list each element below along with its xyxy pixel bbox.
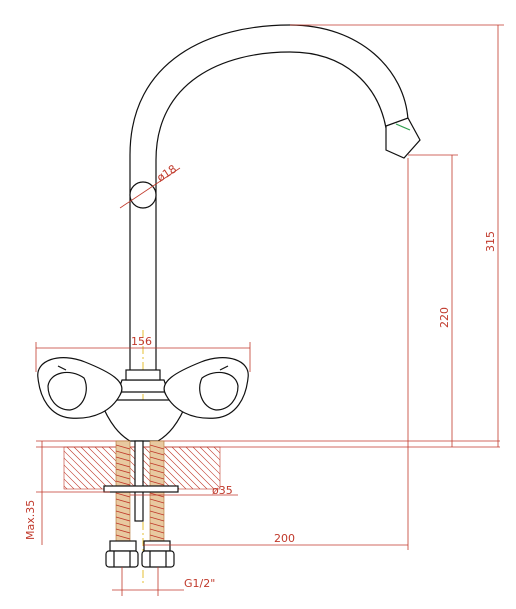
pipe-diameter-label: ø18 — [155, 162, 179, 184]
pipe-ring — [129, 181, 157, 209]
hatch-line — [64, 457, 96, 489]
braid-line — [149, 474, 165, 480]
aerator — [385, 117, 421, 159]
braid-line — [115, 492, 131, 498]
braid-line — [149, 456, 165, 462]
braid-line — [149, 498, 165, 504]
hatch-line — [277, 447, 319, 489]
braid-line — [115, 522, 131, 528]
braid-line — [115, 528, 131, 534]
hatch-line — [73, 447, 117, 489]
hatch-line — [64, 478, 75, 489]
braid-line — [149, 528, 165, 534]
hatch-line — [178, 447, 220, 489]
hatch-line — [18, 447, 60, 489]
mounting-washer — [103, 485, 179, 493]
braid-line — [115, 516, 131, 522]
hatch-line — [66, 447, 110, 489]
center-cap — [125, 369, 161, 381]
hatch-line — [270, 447, 312, 489]
braid-line — [149, 480, 165, 486]
braid-line — [115, 480, 131, 486]
hatch-line — [249, 447, 291, 489]
hatch-line — [298, 447, 340, 489]
spout — [129, 24, 421, 380]
hatch-line — [235, 447, 277, 489]
hatch-line — [64, 450, 103, 489]
left-fitting-nut — [109, 540, 137, 552]
braid-line — [115, 444, 131, 450]
faucet-body — [37, 357, 249, 442]
spout-outer-edge — [129, 24, 409, 380]
counter-thickness-label: Max.35 — [24, 500, 37, 540]
hatch-line — [64, 485, 68, 489]
hatch-line — [192, 447, 220, 475]
left-handle-mark — [57, 365, 67, 371]
right-handle-grip — [199, 371, 239, 411]
hatch-line — [11, 447, 53, 489]
left-hex-nut — [105, 550, 139, 568]
hatch-line — [199, 447, 220, 468]
countertop-section — [4, 446, 340, 490]
thread-label: G1/2" — [184, 577, 215, 590]
braid-line — [115, 462, 131, 468]
hatch-line — [291, 447, 333, 489]
hatch-line — [171, 447, 215, 489]
braid-line — [149, 522, 165, 528]
hatch-line — [4, 447, 46, 489]
braid-line — [115, 450, 131, 456]
hatch-line — [263, 447, 305, 489]
braid-line — [115, 468, 131, 474]
hatch-line — [284, 447, 326, 489]
braid-line — [149, 510, 165, 516]
hatch-line — [256, 447, 298, 489]
spout-height-label: 220 — [438, 307, 451, 328]
braid-line — [149, 462, 165, 468]
aerator-marker — [395, 123, 411, 131]
base-diameter-label: ø35 — [212, 484, 233, 497]
hatch-line — [185, 447, 220, 482]
right-handle-mark — [219, 365, 229, 371]
right-handle — [163, 357, 249, 419]
braid-line — [115, 504, 131, 510]
mounting-stud — [134, 440, 144, 522]
hatch-line — [64, 471, 82, 489]
left-handle — [37, 357, 123, 419]
pipe-diameter-leader — [119, 167, 181, 209]
spout-reach-label: 200 — [274, 532, 295, 545]
hatch-line — [228, 447, 270, 489]
total-height-label: 315 — [484, 231, 497, 252]
center-nut — [117, 379, 169, 393]
hatch-line — [221, 447, 263, 489]
braid-line — [149, 444, 165, 450]
hatch-line — [164, 447, 208, 489]
hatch-line — [157, 447, 201, 489]
braid-line — [149, 504, 165, 510]
hatch-line — [206, 447, 220, 461]
braid-line — [149, 468, 165, 474]
braid-line — [115, 498, 131, 504]
braid-line — [115, 456, 131, 462]
braid-line — [115, 534, 131, 540]
braid-line — [115, 474, 131, 480]
braid-line — [149, 534, 165, 540]
left-handle-grip — [47, 371, 87, 411]
handle-span-label: 156 — [131, 335, 152, 348]
countertop-hatch — [4, 447, 340, 489]
right-hex-nut — [141, 550, 175, 568]
hatch-line — [64, 464, 89, 489]
braid-line — [149, 516, 165, 522]
braid-line — [115, 510, 131, 516]
right-fitting-nut — [143, 540, 171, 552]
hatch-line — [242, 447, 284, 489]
braid-line — [149, 450, 165, 456]
spout-inner-edge — [155, 51, 387, 380]
